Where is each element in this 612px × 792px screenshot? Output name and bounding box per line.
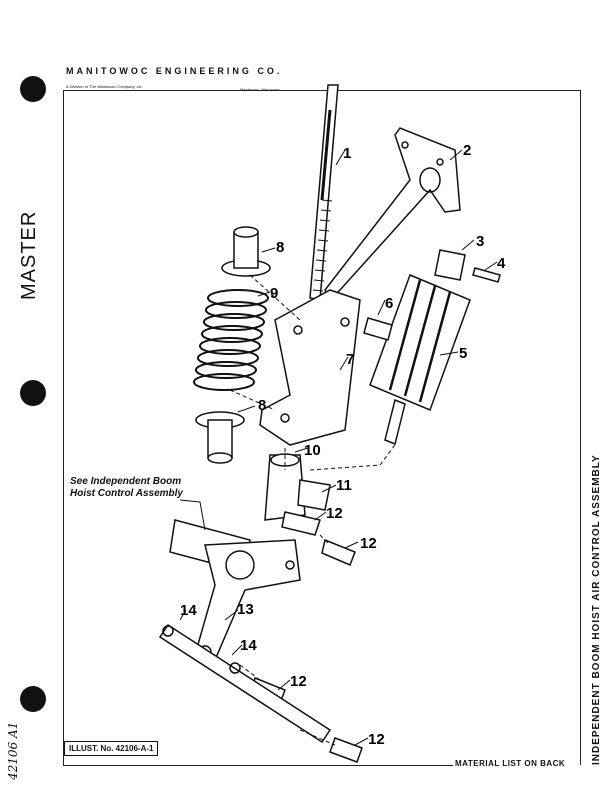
callout-6: 6	[385, 295, 393, 312]
callout-12-c: 12	[290, 673, 307, 690]
threaded-rod-part	[309, 84, 339, 301]
frame-top	[63, 90, 580, 91]
bracket-part	[324, 127, 461, 302]
callout-4: 4	[497, 255, 506, 272]
plate-part	[259, 289, 361, 446]
company-name: MANITOWOC ENGINEERING CO.	[66, 66, 283, 76]
bushing-top-part	[221, 226, 271, 277]
link-bar-part	[158, 623, 332, 744]
spacer-part	[363, 317, 393, 341]
illustration-number: ILLUST. No. 42106-A-1	[64, 741, 159, 756]
bushing-bottom-part	[195, 411, 245, 464]
binder-hole-bottom	[20, 686, 46, 712]
frame-left	[63, 90, 64, 765]
callout-10: 10	[304, 442, 321, 459]
callout-2: 2	[463, 142, 471, 159]
callout-11: 11	[336, 477, 352, 494]
clevis-part	[264, 453, 331, 521]
callout-1: 1	[343, 145, 351, 162]
callout-14-a: 14	[180, 602, 197, 619]
company-city: Manitowoc, Wisconsin	[240, 87, 280, 92]
callout-8-bottom: 8	[258, 397, 266, 414]
callout-14-b: 14	[240, 637, 257, 654]
callout-12-a: 12	[326, 505, 343, 522]
frame-bottom	[63, 765, 453, 766]
material-list-note: MATERIAL LIST ON BACK	[455, 759, 566, 768]
callout-5: 5	[459, 345, 467, 362]
callout-12-d: 12	[368, 731, 385, 748]
air-cylinder-part	[369, 249, 471, 446]
see-reference-note: See Independent Boom Hoist Control Assem…	[70, 476, 183, 500]
frame-right	[580, 90, 581, 765]
see-note-line-1: See Independent Boom	[70, 476, 182, 487]
binder-hole-middle	[20, 380, 46, 406]
binder-hole-top	[20, 76, 46, 102]
spring-part	[193, 289, 269, 391]
pin-part	[472, 267, 501, 283]
callout-8-top: 8	[276, 239, 284, 256]
callout-7: 7	[346, 351, 354, 368]
callout-9: 9	[270, 285, 278, 302]
callout-3: 3	[476, 233, 484, 250]
see-note-line-2: Hoist Control Assembly	[70, 488, 183, 499]
callout-12-b: 12	[360, 535, 377, 552]
company-division: A Division of The Manitowoc Company, Inc…	[66, 84, 143, 89]
callout-13: 13	[237, 601, 254, 618]
callout-labels: 1 2 3 4 5 6 7 8 9 8 10 11 12 12 13 14 14…	[180, 142, 506, 748]
